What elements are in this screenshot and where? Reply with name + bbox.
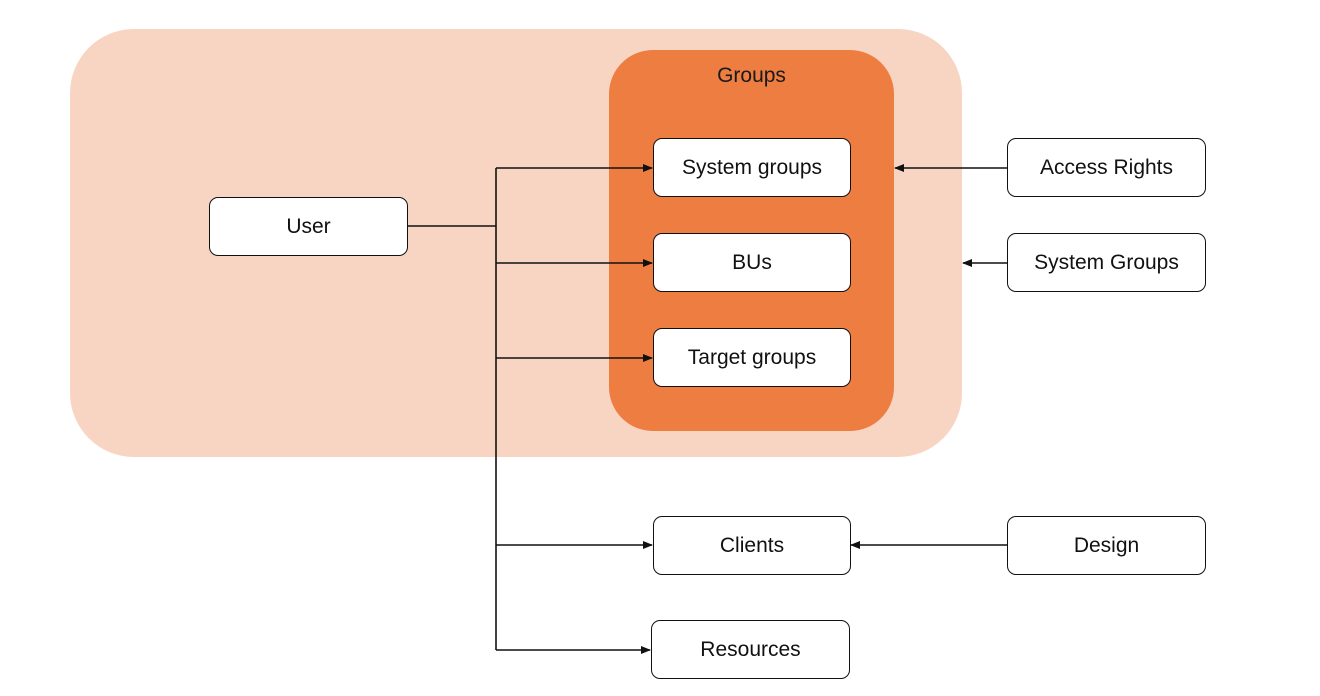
node-bus: BUs — [653, 233, 851, 292]
node-system-groups: System groups — [653, 138, 851, 197]
node-user: User — [209, 197, 408, 256]
node-access-rights: Access Rights — [1007, 138, 1206, 197]
node-resources: Resources — [651, 620, 850, 679]
node-clients: Clients — [653, 516, 851, 575]
node-target-groups: Target groups — [653, 328, 851, 387]
node-design: Design — [1007, 516, 1206, 575]
node-system-groups-external: System Groups — [1007, 233, 1206, 292]
groups-title: Groups — [717, 64, 786, 87]
